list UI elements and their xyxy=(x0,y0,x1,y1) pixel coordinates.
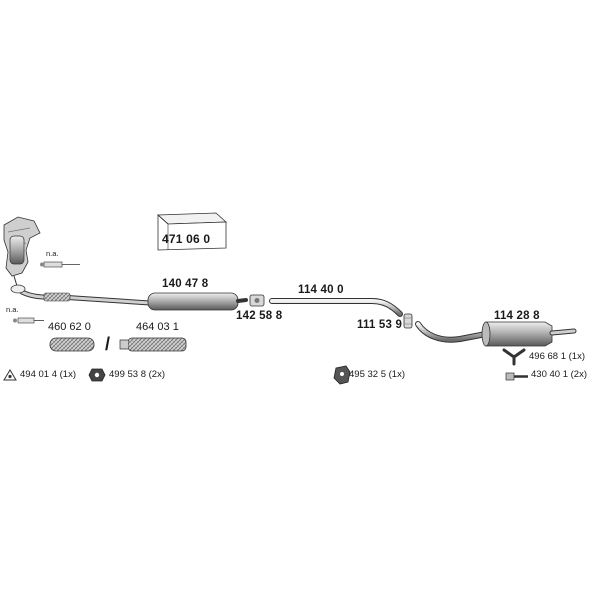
accessory-code: 495 32 5 (1x) xyxy=(349,369,405,380)
flex-pipe-a xyxy=(49,337,95,352)
front-muffler-part-number: 140 47 8 xyxy=(162,278,209,290)
accessory-code: 499 53 8 (2x) xyxy=(109,369,165,380)
connector-part-number: 111 53 9 xyxy=(357,319,403,331)
flex-pipe-b xyxy=(119,337,187,352)
clamp-part-number: 142 58 8 xyxy=(236,310,283,322)
y-hanger-icon xyxy=(502,348,526,366)
middle-pipe-part-number: 114 40 0 xyxy=(298,284,344,296)
rear-pipe xyxy=(415,321,489,343)
catalytic-converter xyxy=(3,216,41,287)
flex-pipe-b-part-number: 464 03 1 xyxy=(136,321,179,333)
front-pipe xyxy=(10,284,153,306)
lambda-sensor-lower xyxy=(13,317,44,324)
accessory-code: 496 68 1 (1x) xyxy=(529,351,585,362)
flex-pipe-a-part-number: 460 62 0 xyxy=(48,321,91,333)
bolt-icon xyxy=(505,372,528,381)
rubber-hanger-icon xyxy=(88,368,106,382)
not-available-label-upper: n.a. xyxy=(46,249,59,258)
rear-muffler xyxy=(481,321,577,347)
lambda-sensor-upper xyxy=(40,261,80,268)
box-part-number: 471 06 0 xyxy=(162,232,211,246)
mounting-ring-icon xyxy=(3,369,17,381)
front-muffler xyxy=(147,292,248,311)
not-available-label-lower: n.a. xyxy=(6,305,19,314)
accessory-code: 494 01 4 (1x) xyxy=(20,369,76,380)
alternative-separator: / xyxy=(105,334,111,354)
rear-muffler-part-number: 114 28 8 xyxy=(494,310,540,322)
clamp xyxy=(249,294,265,307)
middle-pipe xyxy=(269,298,403,317)
hanger-bracket-icon xyxy=(333,365,351,385)
connector xyxy=(403,313,413,329)
box-icon xyxy=(156,212,228,251)
accessory-code: 430 40 1 (2x) xyxy=(531,369,587,380)
